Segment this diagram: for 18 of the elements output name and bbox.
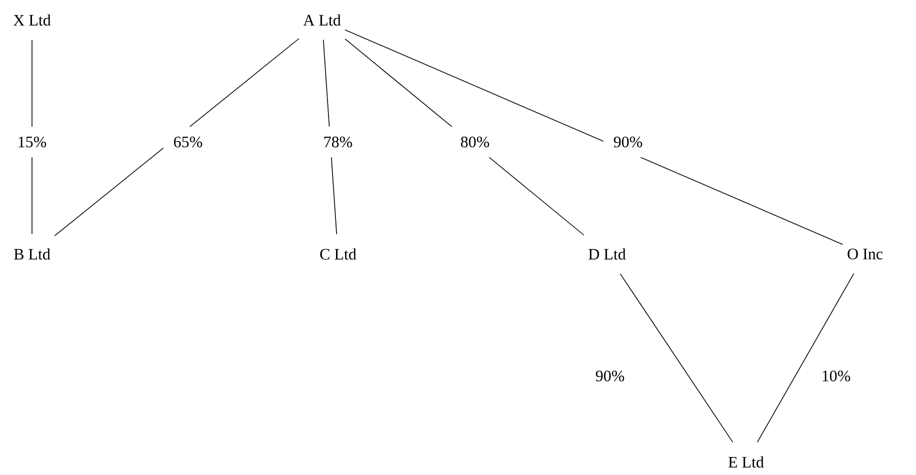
connector-line xyxy=(54,38,300,236)
connector-line xyxy=(344,29,844,245)
edge-label: 15% xyxy=(7,126,57,158)
company-label: A Ltd xyxy=(303,14,341,26)
edge-label: 90% xyxy=(596,370,624,382)
edge-label: 90% xyxy=(603,126,653,158)
company-label: E Ltd xyxy=(728,456,764,468)
edge-label: 65% xyxy=(163,126,213,158)
edge-label: 80% xyxy=(450,126,500,158)
company-label: D Ltd xyxy=(588,248,626,260)
company-label: X Ltd xyxy=(13,14,51,26)
connector-line xyxy=(756,273,854,443)
company-label: B Ltd xyxy=(14,248,50,260)
edge-label: 10% xyxy=(822,370,850,382)
connector-line xyxy=(620,273,734,443)
edge-label: 78% xyxy=(313,126,363,158)
company-label: C Ltd xyxy=(320,248,356,260)
company-label: O Inc xyxy=(848,248,882,260)
